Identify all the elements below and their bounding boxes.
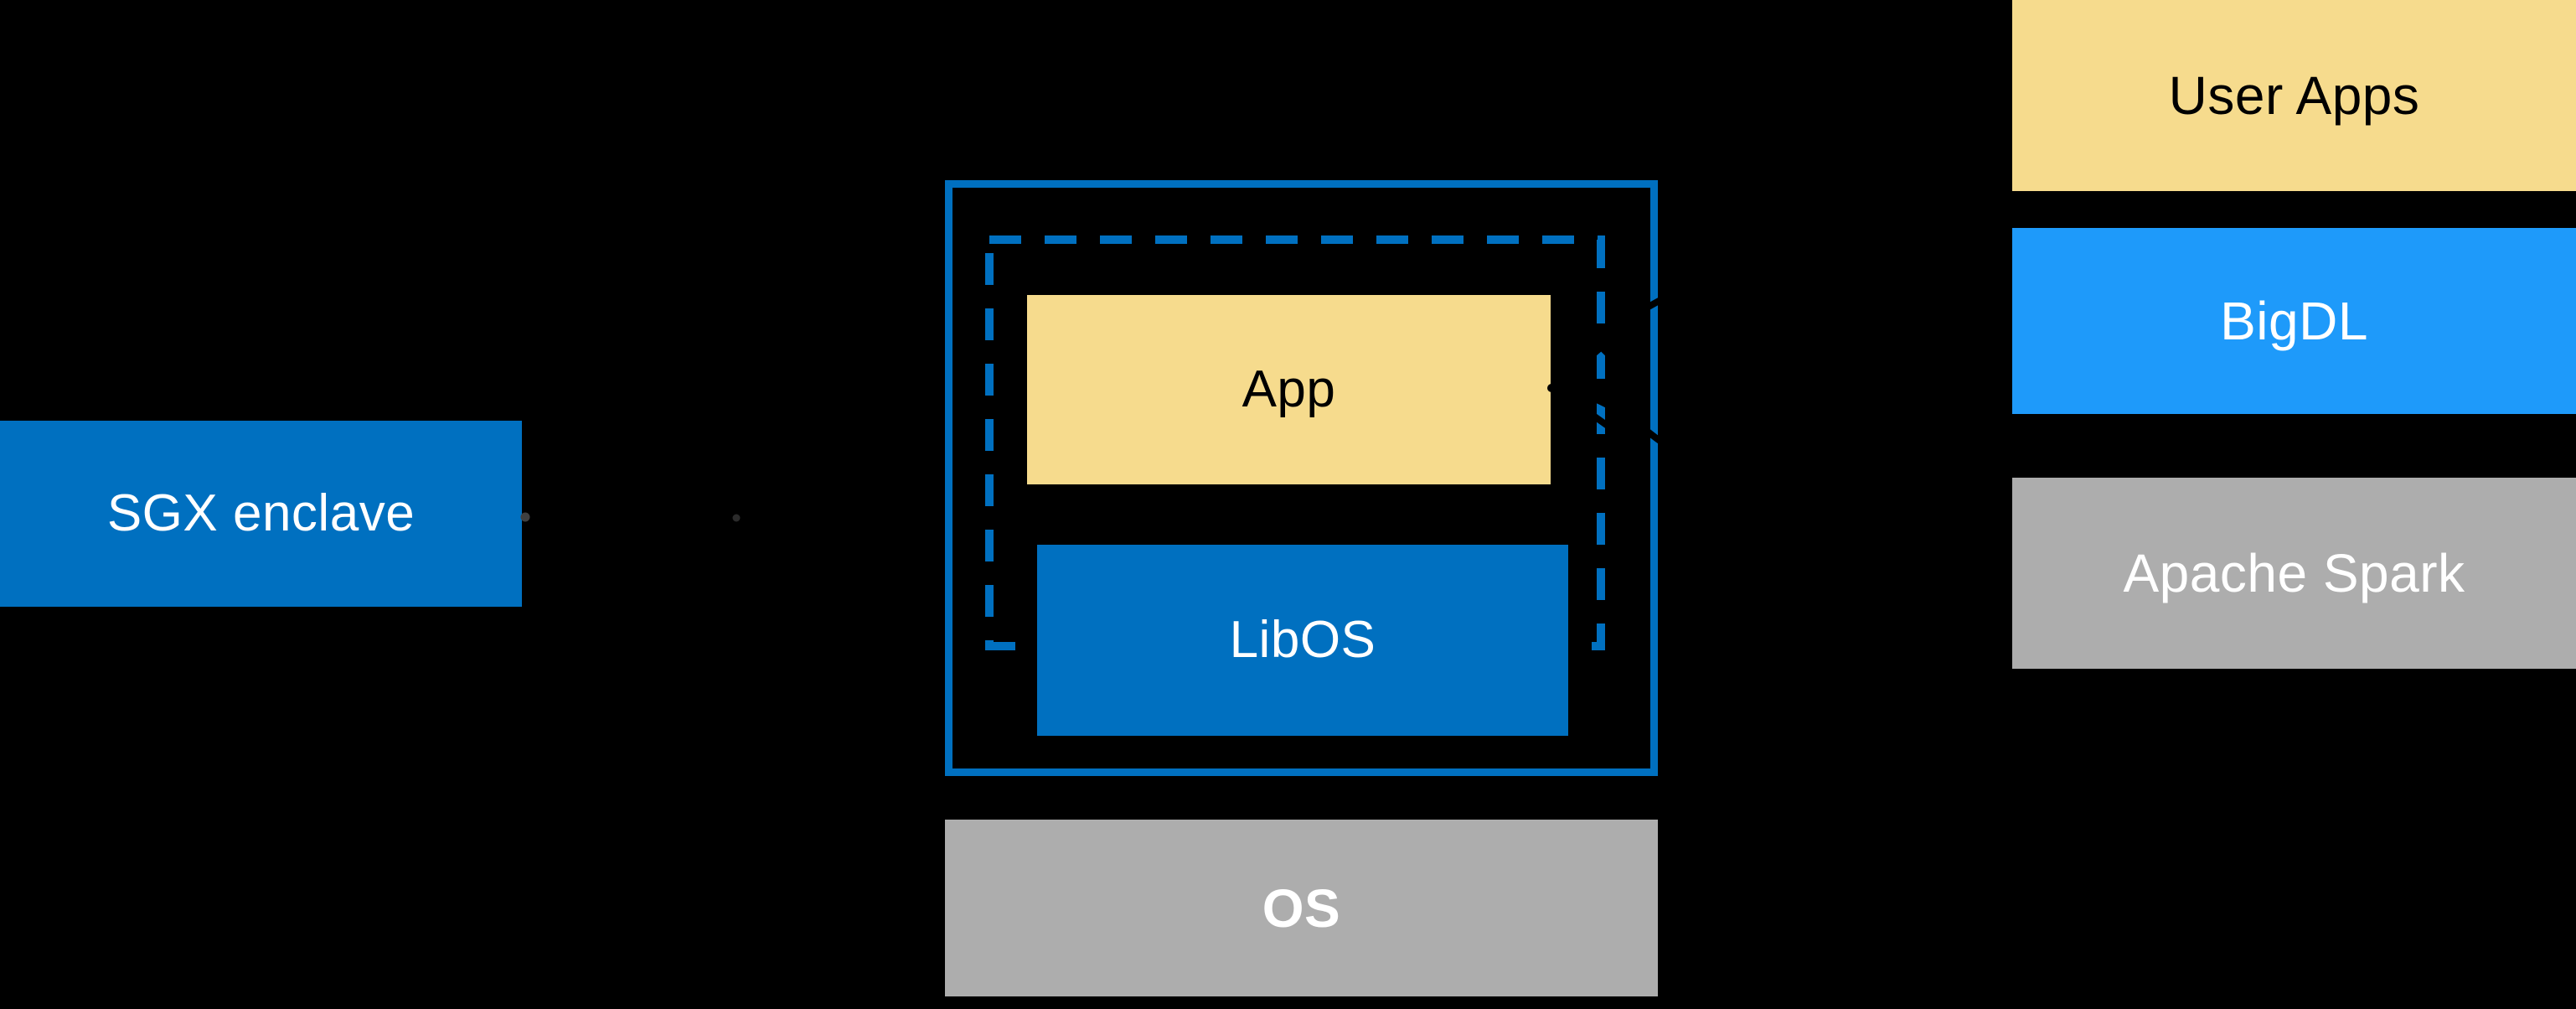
sgx-enclave-box: SGX enclave: [0, 421, 522, 607]
app-box: App: [1027, 295, 1551, 484]
apache-spark-label: Apache Spark: [2123, 543, 2465, 603]
bigdl-box: BigDL: [2012, 228, 2576, 414]
libos-box: LibOS: [1037, 545, 1568, 736]
libos-label: LibOS: [1229, 611, 1376, 669]
app-label: App: [1242, 360, 1336, 418]
user-apps-label: User Apps: [2168, 65, 2420, 126]
sgx-enclave-label: SGX enclave: [106, 484, 416, 542]
bigdl-label: BigDL: [2220, 291, 2368, 351]
user-apps-box: User Apps: [2012, 0, 2576, 191]
arrow-endpoint-dot: [732, 514, 741, 522]
arrow-endpoint-dot: [520, 512, 530, 522]
arrow-sgx-to-enclave: [520, 506, 933, 556]
os-box: OS: [945, 820, 1658, 996]
os-label: OS: [1262, 877, 1341, 939]
apache-spark-box: Apache Spark: [2012, 478, 2576, 669]
